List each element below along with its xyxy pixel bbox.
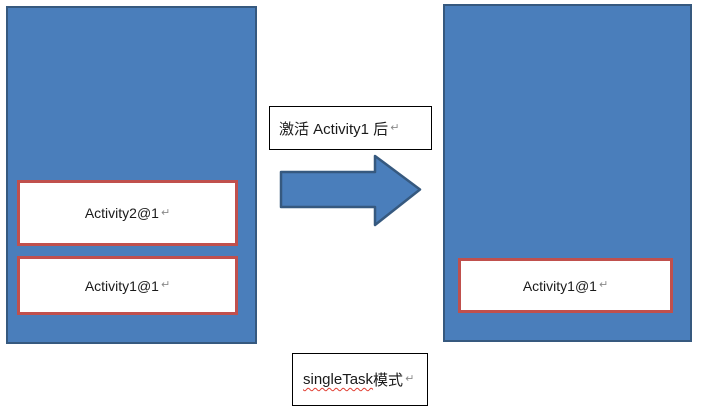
activity-box: Activity1@1↵ xyxy=(458,258,673,313)
caption-box: singleTask 模式↵ xyxy=(292,353,428,406)
caption-underlined-word: singleTask xyxy=(303,371,374,388)
transition-label-box: 激活 Activity1 后↵ xyxy=(269,106,432,150)
return-mark-icon: ↵ xyxy=(390,121,400,134)
return-mark-icon: ↵ xyxy=(598,279,609,291)
return-mark-icon: ↵ xyxy=(405,373,415,385)
transition-label: 激活 Activity1 后 xyxy=(279,120,389,138)
return-mark-icon: ↵ xyxy=(160,206,171,219)
return-mark-icon: ↵ xyxy=(160,279,171,291)
activity-box: Activity2@1↵ xyxy=(17,180,238,246)
activity-label: Activity1@1 xyxy=(84,277,159,294)
task-stack-after: Activity1@1↵ xyxy=(443,4,692,342)
task-stack-before: Activity2@1↵ Activity1@1↵ xyxy=(6,6,257,344)
activity-label: Activity1@1 xyxy=(522,277,597,294)
activity-box: Activity1@1↵ xyxy=(17,256,238,315)
caption-suffix: 模式 xyxy=(373,372,404,389)
right-arrow-icon xyxy=(279,154,422,227)
activity-label: Activity2@1 xyxy=(84,205,159,221)
